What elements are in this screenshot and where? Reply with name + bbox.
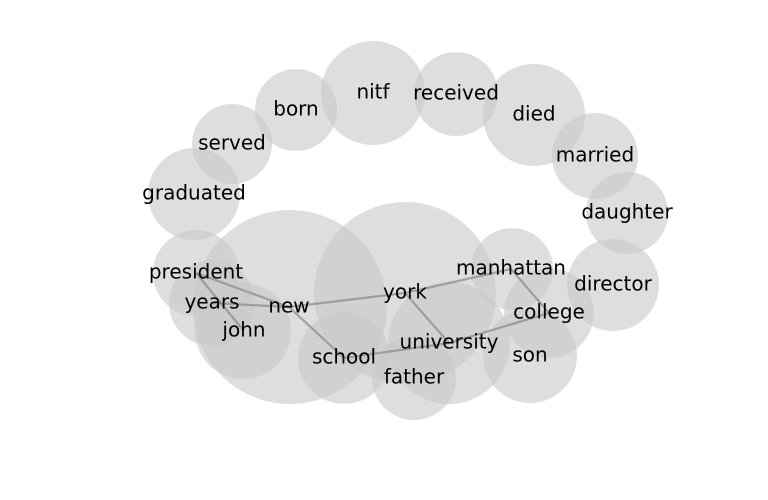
node-label-school: school [312, 345, 376, 369]
node-bubbles [148, 41, 668, 420]
node-label-daughter: daughter [581, 200, 673, 224]
node-label-president: president [149, 260, 243, 284]
node-label-born: born [273, 97, 318, 121]
node-label-manhattan: manhattan [456, 256, 566, 280]
node-label-years: years [184, 290, 239, 314]
node-bubble-nitf [321, 41, 425, 145]
edge-lines [195, 267, 550, 360]
edge-years-new [211, 301, 290, 309]
node-label-director: director [574, 272, 652, 296]
node-label-york: york [383, 280, 427, 304]
node-label-served: served [198, 131, 266, 155]
edge-school-university [343, 341, 450, 360]
node-label-son: son [512, 343, 547, 367]
node-label-college: college [513, 300, 585, 324]
node-label-nitf: nitf [356, 80, 390, 104]
node-bubble-graduated [148, 148, 240, 240]
node-label-died: died [512, 102, 555, 126]
node-bubble-father [372, 336, 456, 420]
edge-york-university [404, 292, 450, 344]
edge-york-manhattan [404, 267, 512, 295]
node-label-john: john [221, 318, 265, 342]
node-labels: nitf received born died served married graduat… [142, 80, 673, 389]
node-bubble-son [483, 309, 577, 403]
edge-manhattan-college [510, 268, 550, 314]
edge-new-york [288, 291, 406, 309]
edge-president-new [195, 271, 290, 309]
node-label-received: received [413, 81, 499, 105]
edge-university-college [448, 311, 550, 345]
node-label-married: married [556, 143, 634, 167]
edge-new-school [288, 306, 345, 359]
node-label-university: university [400, 330, 499, 354]
edge-president-john [195, 272, 245, 332]
node-label-new: new [268, 294, 309, 318]
node-bubble-born [255, 69, 337, 151]
node-label-graduated: graduated [142, 181, 246, 205]
node-bubble-received [414, 52, 498, 136]
node-label-father: father [384, 365, 445, 389]
node-bubble-daughter [586, 172, 668, 254]
